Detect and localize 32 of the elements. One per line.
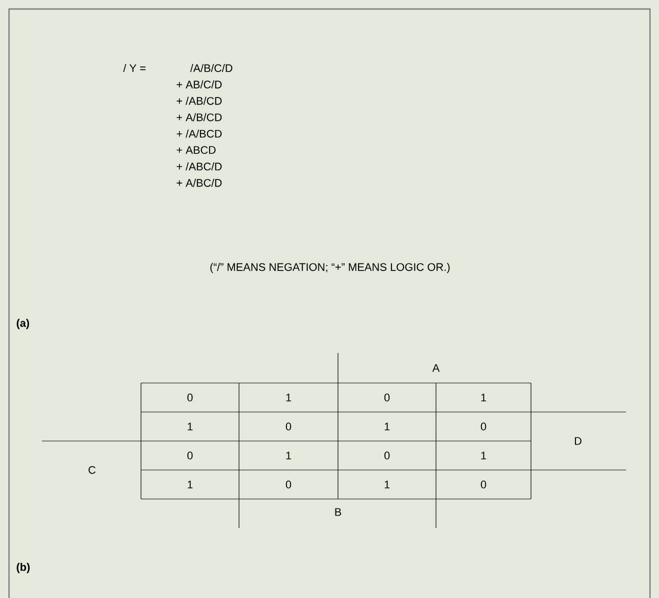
table-cell: 1 <box>286 394 292 402</box>
table-cell: 1 <box>188 422 193 430</box>
table-cell: 0 <box>384 394 390 402</box>
variable-label: A <box>432 364 440 372</box>
table-cell: 1 <box>188 480 193 488</box>
variable-label: C <box>88 466 96 474</box>
equation-term: /A/B/C/D <box>190 64 232 72</box>
variable-label: B <box>335 508 342 516</box>
table-cell: 0 <box>187 394 193 402</box>
equation-term: + ABCD <box>176 146 216 154</box>
panel-label: (b) <box>16 562 30 574</box>
table-cell: 0 <box>187 452 193 460</box>
table-cell: 1 <box>481 394 486 402</box>
table-cell: 0 <box>480 480 486 488</box>
table-cell: 0 <box>480 422 486 430</box>
equation-term: + A/BC/D <box>176 178 222 187</box>
variable-label: D <box>574 437 582 445</box>
equation-term: + AB/C/D <box>176 80 222 88</box>
table-cell: 1 <box>384 480 390 488</box>
equation-term: + /A/BCD <box>176 130 222 138</box>
table-cell: 1 <box>384 422 390 430</box>
equation-text: / Y = <box>123 64 146 72</box>
equation-term: + A/B/CD <box>176 113 222 122</box>
table-cell: 0 <box>384 452 390 460</box>
panel-label: (a) <box>16 318 30 330</box>
table-cell: 1 <box>481 452 486 460</box>
table-cell: 0 <box>286 480 292 488</box>
equation-term: + /AB/CD <box>176 96 222 105</box>
table-cell: 1 <box>286 452 292 460</box>
table-cell: 0 <box>286 422 292 430</box>
equation-term: + /ABC/D <box>176 162 222 170</box>
note-text: (“/” MEANS NEGATION; “+” MEANS LOGIC OR.) <box>210 262 450 274</box>
